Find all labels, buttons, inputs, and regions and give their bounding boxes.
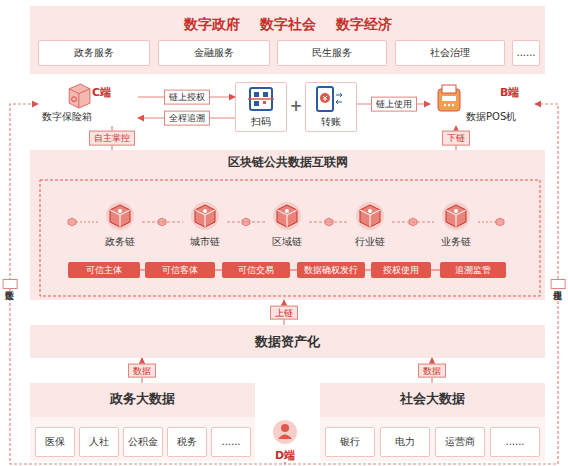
edge-label: 下链	[442, 131, 470, 146]
edge-label: 数据	[128, 363, 156, 378]
asset-band: 数据资产化	[30, 325, 545, 358]
source-box: 银行	[325, 427, 375, 457]
node-text: 医保	[45, 436, 65, 448]
blockchain-section: 区块链公共数据互联网政务链 城市链 区域链 行业链 业务链可信主体 可信客体 可信交易 数据确…	[30, 150, 545, 300]
node-text: 可信客体	[162, 265, 198, 276]
pos-icon	[438, 85, 460, 111]
node-text: 公积金	[128, 436, 158, 448]
chain-node: 区域链	[265, 200, 309, 248]
node-text: 追溯监管	[455, 265, 491, 276]
service-box: ......	[512, 40, 540, 66]
gov-data-section: 政务大数据医保 人社 公积金 税务......	[30, 383, 255, 461]
node-text: 金融服务	[194, 47, 234, 59]
source-box: 运营商	[435, 427, 485, 457]
node-text: 社会治理	[430, 47, 470, 59]
edge-label: 数据	[418, 363, 446, 378]
node-text: 授权使用	[383, 265, 419, 276]
node-text: 可信主体	[86, 265, 122, 276]
node-text: ......	[505, 436, 524, 448]
transfer-box: 转账	[305, 82, 357, 132]
c-end: C端数字保险箱	[38, 82, 138, 126]
node-text: 税务	[177, 436, 197, 448]
plus-sign: +	[290, 97, 303, 115]
social-data-section: 社会大数据银行 电力 运营商......	[320, 383, 545, 461]
edge-label: 链上授权	[164, 90, 210, 105]
feature-pill: 可信客体	[145, 262, 215, 278]
edge-label: 合规使用	[551, 279, 566, 289]
source-box: 税务	[167, 427, 207, 457]
edge-label: 链上使用	[371, 97, 417, 112]
service-box: 社会治理	[395, 40, 505, 66]
node-text: 银行	[340, 436, 360, 448]
feature-pill: 授权使用	[371, 262, 431, 278]
node-text: ......	[221, 436, 240, 448]
node-text: 人社	[89, 436, 109, 448]
service-box: 政务服务	[38, 40, 150, 66]
source-box: 电力	[380, 427, 430, 457]
node-text: 区块链公共数据互联网	[228, 155, 348, 169]
node-text: 数据确权发行	[304, 265, 358, 276]
top-band: 数字政府 数字社会 数字经济政务服务 金融服务 民生服务 社会治理......	[30, 6, 545, 74]
feature-pill: 可信交易	[222, 262, 290, 278]
source-box: 医保	[35, 427, 75, 457]
source-box: ......	[490, 427, 540, 457]
edge-label: 还数于民	[3, 279, 18, 289]
node-text: 数字政府	[184, 16, 240, 33]
node-text: 政务链	[105, 236, 135, 248]
node-text: 转账	[321, 116, 341, 128]
chain-node: 行业链	[348, 200, 392, 248]
chain-node: 业务链	[434, 200, 478, 248]
node-text: 社会大数据	[400, 391, 465, 407]
node-text: 数字保险箱	[42, 111, 92, 123]
node-text: 电力	[395, 436, 415, 448]
node-text: 民生服务	[312, 47, 352, 59]
node-text: 政务服务	[74, 47, 114, 59]
feature-pill: 数据确权发行	[297, 262, 365, 278]
node-text: C端	[92, 86, 111, 99]
node-text: 数据资产化	[255, 334, 320, 350]
node-text: 区域链	[272, 236, 302, 248]
node-text: 业务链	[441, 236, 471, 248]
node-text: 行业链	[355, 236, 385, 248]
feature-pill: 追溯监管	[440, 262, 506, 278]
node-text: 运营商	[445, 436, 475, 448]
b-end: B端数据POS机	[430, 82, 535, 126]
scan-box: 扫码	[235, 82, 287, 132]
node-text: 城市链	[190, 236, 220, 248]
safe-icon	[69, 84, 90, 108]
source-box: 人社	[79, 427, 119, 457]
node-text: ......	[516, 47, 535, 59]
source-box: ......	[211, 427, 251, 457]
edge-label: 自主掌控	[89, 131, 135, 146]
node-text: 数字社会	[260, 16, 316, 33]
feature-pill: 可信主体	[68, 262, 140, 278]
node-text: 政务大数据	[110, 391, 175, 407]
chain-node: 城市链	[183, 200, 227, 248]
service-box: 金融服务	[158, 40, 270, 66]
service-box: 民生服务	[277, 40, 387, 66]
edge-label: 上链	[270, 305, 298, 320]
node-text: 可信交易	[238, 265, 274, 276]
node-text: 数字经济	[336, 16, 392, 33]
node-text: 扫码	[251, 116, 271, 128]
chain-node: 政务链	[98, 200, 142, 248]
node-text: 数据POS机	[466, 111, 516, 123]
node-text: B端	[500, 86, 519, 99]
d-end: D端	[262, 418, 308, 462]
source-box: 公积金	[123, 427, 163, 457]
edge-label: 全程追溯	[164, 111, 210, 126]
d-icon	[273, 420, 297, 444]
node-text: D端	[275, 449, 295, 462]
